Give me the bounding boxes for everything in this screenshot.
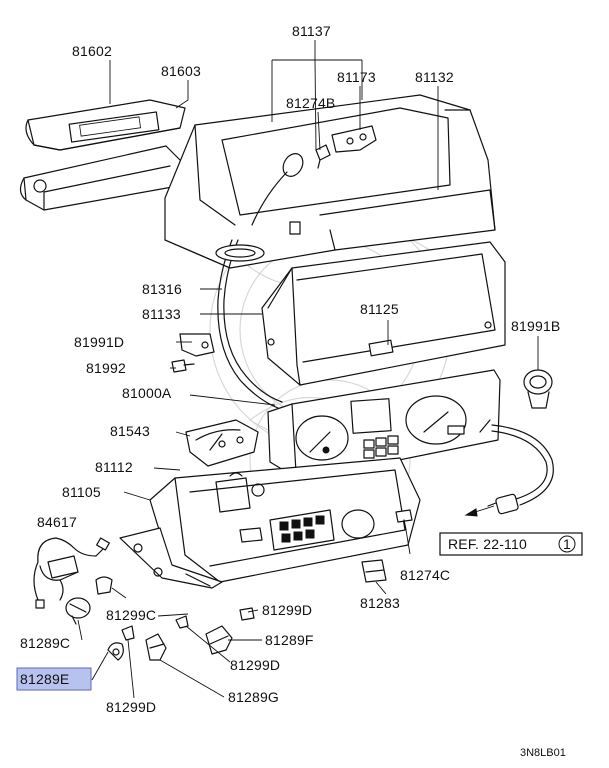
label-81543[interactable]: 81543 [110, 423, 150, 439]
label-81125[interactable]: 81125 [360, 301, 399, 317]
label-81132[interactable]: 81132 [415, 69, 454, 85]
part-81283-clip [361, 559, 387, 583]
label-81299C[interactable]: 81299C [106, 607, 156, 623]
part-81289C-socket [65, 597, 91, 625]
label-81991B[interactable]: 81991B [511, 318, 560, 334]
label-81289G[interactable]: 81289G [228, 689, 279, 705]
part-81991D-bracket [179, 333, 215, 357]
part-81299D-bulb-a [239, 607, 255, 621]
part-81603-cover [19, 145, 183, 211]
label-81274C[interactable]: 81274C [400, 567, 450, 583]
label-81992[interactable]: 81992 [86, 360, 126, 376]
label-81289E[interactable]: 81289E [20, 671, 69, 687]
highlight-box [16, 667, 92, 691]
label-81105[interactable]: 81105 [62, 484, 101, 500]
part-81105-case [119, 457, 421, 589]
part-81299D-bulb-b [175, 615, 189, 629]
reference-circle-number: 1 [563, 536, 571, 552]
label-84617[interactable]: 84617 [37, 514, 77, 530]
label-81133[interactable]: 81133 [142, 306, 181, 322]
part-81992-screw [171, 359, 195, 373]
reference-arrow [464, 505, 495, 517]
part-81289F-socket [205, 625, 233, 655]
part-81274C-screw [395, 509, 413, 531]
label-81316[interactable]: 81316 [142, 281, 182, 297]
part-81289E-socket [107, 642, 124, 661]
label-81603[interactable]: 81603 [161, 63, 201, 79]
hood-socket [251, 153, 304, 226]
part-81543-unit [185, 419, 259, 467]
label-81602[interactable]: 81602 [72, 43, 112, 59]
part-81299D-bulb-c [121, 625, 135, 641]
label-81991D[interactable]: 81991D [74, 334, 124, 350]
label-81112[interactable]: 81112 [95, 459, 133, 475]
leader-lines [77, 40, 539, 699]
part-81133-window [261, 241, 506, 386]
label-81289C[interactable]: 81289C [20, 635, 70, 651]
part-81289G-socket [145, 633, 167, 661]
label-81289F[interactable]: 81289F [265, 632, 314, 648]
label-81173[interactable]: 81173 [337, 69, 376, 85]
label-81274B[interactable]: 81274B [286, 95, 335, 111]
label-81283[interactable]: 81283 [360, 595, 400, 611]
label-81299D-c[interactable]: 81299D [106, 699, 156, 715]
part-81173-bracket [331, 125, 377, 153]
part-81000A-cluster [267, 369, 501, 481]
diagram-code: 3N8LB01 [520, 747, 566, 759]
part-labels: 81602 81603 81137 81173 81274B 81132 813… [20, 23, 560, 715]
part-81991B-clip [523, 369, 553, 409]
label-81000A[interactable]: 81000A [122, 385, 172, 401]
part-84617-harness [33, 537, 110, 609]
label-81137[interactable]: 81137 [292, 23, 331, 39]
reference-box[interactable]: REF. 22-110 1 [439, 532, 583, 556]
part-81602-cover [25, 99, 186, 151]
cluster-cable [487, 424, 554, 515]
reference-text: REF. 22-110 [448, 536, 527, 552]
part-81132-hood [164, 94, 496, 269]
label-81299D-b[interactable]: 81299D [230, 657, 280, 673]
part-81316-cable [215, 239, 283, 409]
part-81299C-bulb [95, 576, 113, 595]
label-81299D-a[interactable]: 81299D [262, 602, 312, 618]
